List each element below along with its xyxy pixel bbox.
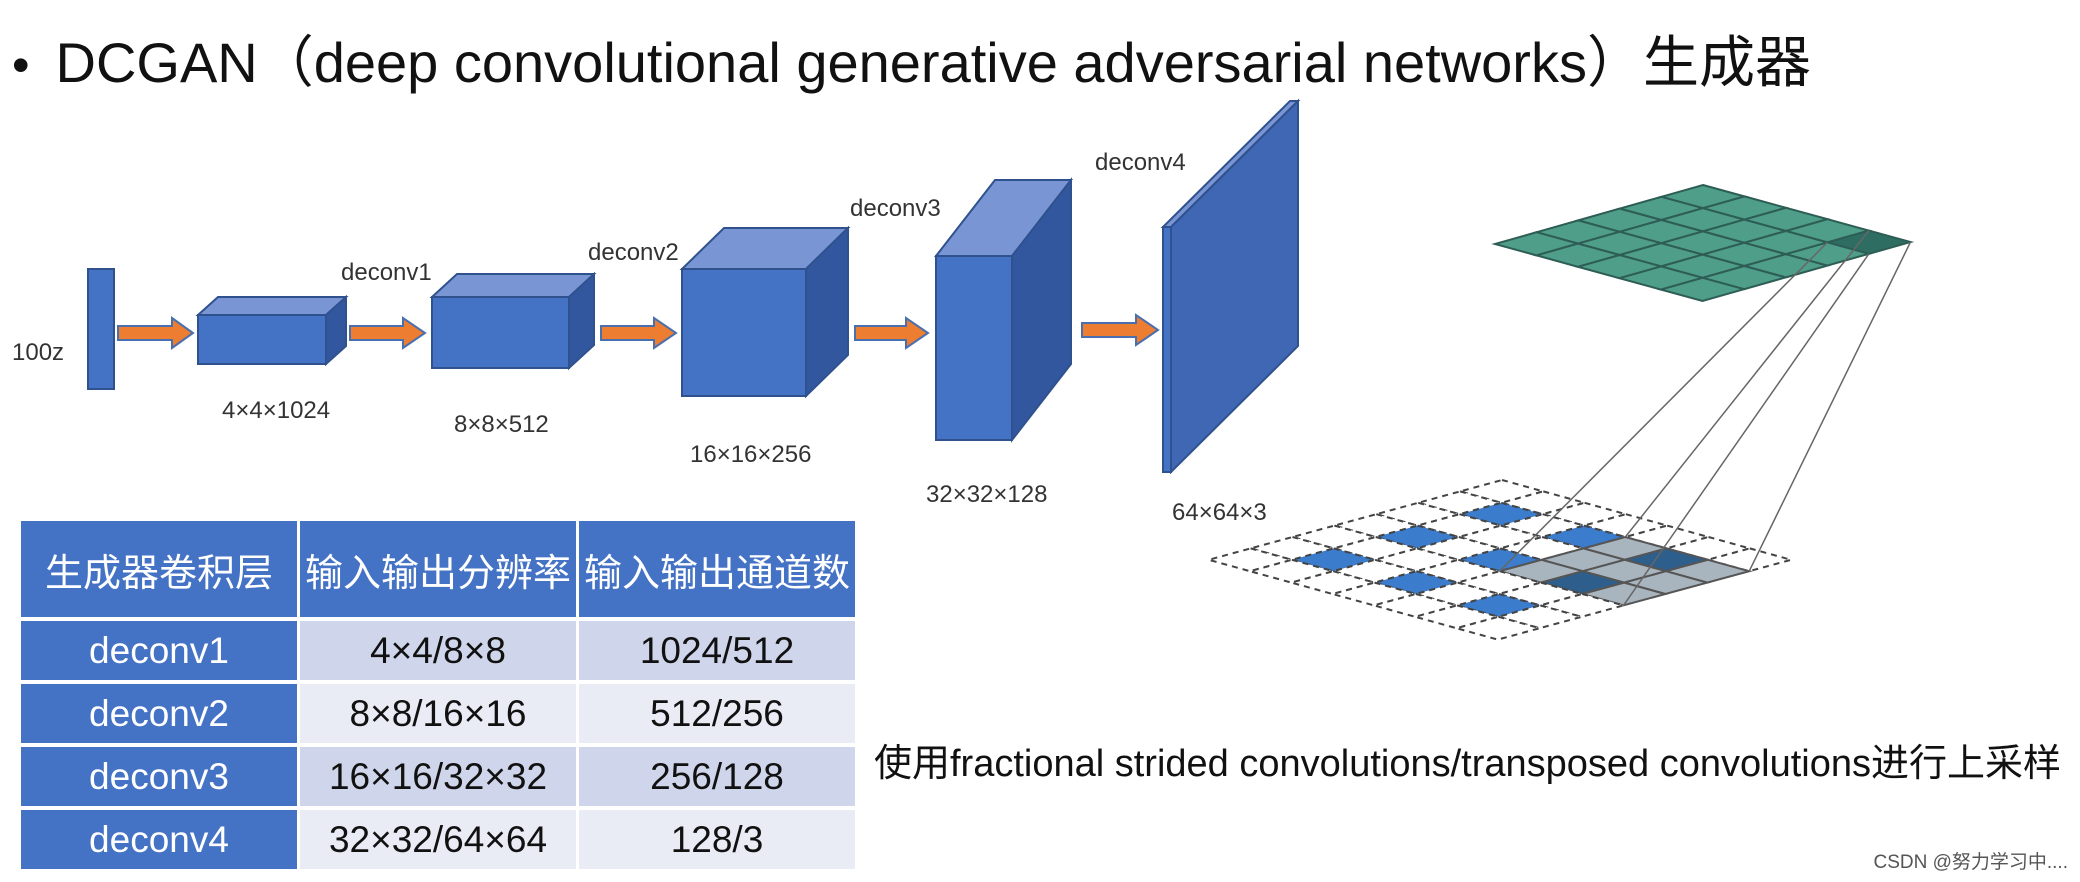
table-header-row: 生成器卷积层 输入输出分辨率 输入输出通道数 — [21, 521, 855, 617]
input-value-cell — [1370, 570, 1462, 596]
table-header-channels: 输入输出通道数 — [579, 521, 855, 617]
input-value-cell — [1538, 524, 1630, 550]
table-row: deconv2 8×8/16×16 512/256 — [21, 684, 855, 743]
block-8x8x512 — [429, 271, 597, 371]
table-cell-channels: 1024/512 — [579, 621, 855, 680]
input-grid-cell — [1329, 558, 1421, 584]
input-grid-cell — [1414, 490, 1506, 516]
block-2-size: 8×8×512 — [454, 411, 549, 438]
table-cell-resolution: 32×32/64×64 — [300, 810, 576, 869]
table-header-resolution: 输入输出分辨率 — [300, 521, 576, 617]
input-grid-cell — [1411, 604, 1503, 630]
input-value-cell — [1455, 501, 1547, 527]
input-grid-cell — [1246, 535, 1338, 561]
layer-label-deconv2: deconv2 — [588, 239, 679, 266]
input-grid-cell — [1456, 478, 1548, 504]
table-cell-layer: deconv2 — [21, 684, 297, 743]
layer-label-deconv3: deconv3 — [850, 195, 941, 222]
watermark-credit: CSDN @努力学习中.... — [1873, 852, 2068, 873]
input-grid-cell — [1412, 558, 1504, 584]
block-64x64x3 — [1160, 98, 1301, 475]
table-cell-resolution: 8×8/16×16 — [300, 684, 576, 743]
block-1-size: 4×4×1024 — [222, 397, 330, 424]
table-cell-channels: 256/128 — [579, 747, 855, 806]
input-grid-cell — [1412, 581, 1503, 607]
title-bullet: • — [12, 37, 30, 93]
input-grid-cell — [1496, 535, 1588, 561]
input-grid-cell — [1452, 615, 1544, 641]
input-grid-cell — [1246, 558, 1337, 584]
table-cell-layer: deconv1 — [21, 621, 297, 680]
block-4-size: 32×32×128 — [926, 481, 1047, 508]
input-grid-cell — [1495, 581, 1586, 607]
input-grid-cell — [1580, 513, 1671, 539]
input-grid-cell — [1287, 570, 1379, 596]
input-grid-cell — [1328, 581, 1420, 607]
input-grid-cell — [1413, 535, 1504, 561]
arrow-3 — [600, 316, 678, 350]
input-grid-cell — [1330, 535, 1421, 561]
arrow-5 — [1081, 313, 1160, 347]
output-grid-cell — [1657, 276, 1748, 303]
layer-label-deconv4: deconv4 — [1095, 149, 1186, 176]
input-grid-cell — [1204, 547, 1296, 573]
input-grid-cell — [1370, 592, 1461, 618]
input-grid-cell — [1372, 501, 1464, 527]
projection-line — [1499, 241, 1828, 572]
input-grid-cell — [1497, 513, 1588, 539]
block-4x4x1024 — [195, 294, 349, 367]
table-row: deconv4 32×32/64×64 128/3 — [21, 810, 855, 869]
block-16x16x256 — [679, 225, 851, 399]
upsampling-note: 使用fractional strided convolutions/transp… — [874, 743, 2061, 785]
table-cell-resolution: 16×16/32×32 — [300, 747, 576, 806]
arrow-4 — [854, 316, 930, 350]
table-row: deconv1 4×4/8×8 1024/512 — [21, 621, 855, 680]
input-grid-cell — [1538, 501, 1630, 527]
arrow-1 — [117, 316, 195, 350]
slide-title: • DCGAN（deep convolutional generative adv… — [12, 18, 1811, 99]
input-grid-cell — [1330, 513, 1422, 539]
input-grid-cell — [1494, 604, 1586, 630]
input-grid-cell — [1288, 524, 1380, 550]
block-32x32x128 — [933, 177, 1074, 443]
table-cell-resolution: 4×4/8×8 — [300, 621, 576, 680]
input-value-cell — [1288, 547, 1379, 573]
transposed-conv-illustration — [1204, 183, 1915, 641]
projection-line — [1624, 230, 1870, 538]
projection-line — [1748, 241, 1912, 572]
input-grid-cell — [1455, 524, 1546, 550]
input-label: 100z — [12, 339, 64, 366]
input-grid-cell — [1497, 490, 1589, 516]
block-5-size: 64×64×3 — [1172, 499, 1267, 526]
input-value-cell — [1371, 524, 1463, 550]
table-row: deconv3 16×16/32×32 256/128 — [21, 747, 855, 806]
generator-table: 生成器卷积层 输入输出分辨率 输入输出通道数 deconv1 4×4/8×8 1… — [18, 517, 858, 873]
input-grid-cell — [1536, 592, 1628, 618]
projection-line — [1622, 253, 1870, 606]
table-cell-channels: 128/3 — [579, 810, 855, 869]
table-cell-channels: 512/256 — [579, 684, 855, 743]
input-grid-cell — [1371, 547, 1463, 573]
table-header-layer: 生成器卷积层 — [21, 521, 297, 617]
input-grid-cell — [1413, 513, 1505, 539]
block-3-size: 16×16×256 — [690, 441, 811, 468]
table-cell-layer: deconv3 — [21, 747, 297, 806]
table-cell-layer: deconv4 — [21, 810, 297, 869]
input-value-cell — [1454, 547, 1546, 573]
input-value-cell — [1453, 592, 1545, 618]
title-text: DCGAN（deep convolutional generative adve… — [55, 31, 1811, 94]
input-grid-cell — [1453, 570, 1545, 596]
arrow-2 — [349, 316, 427, 350]
layer-label-deconv1: deconv1 — [341, 259, 432, 286]
input-vector-bar — [87, 268, 115, 390]
